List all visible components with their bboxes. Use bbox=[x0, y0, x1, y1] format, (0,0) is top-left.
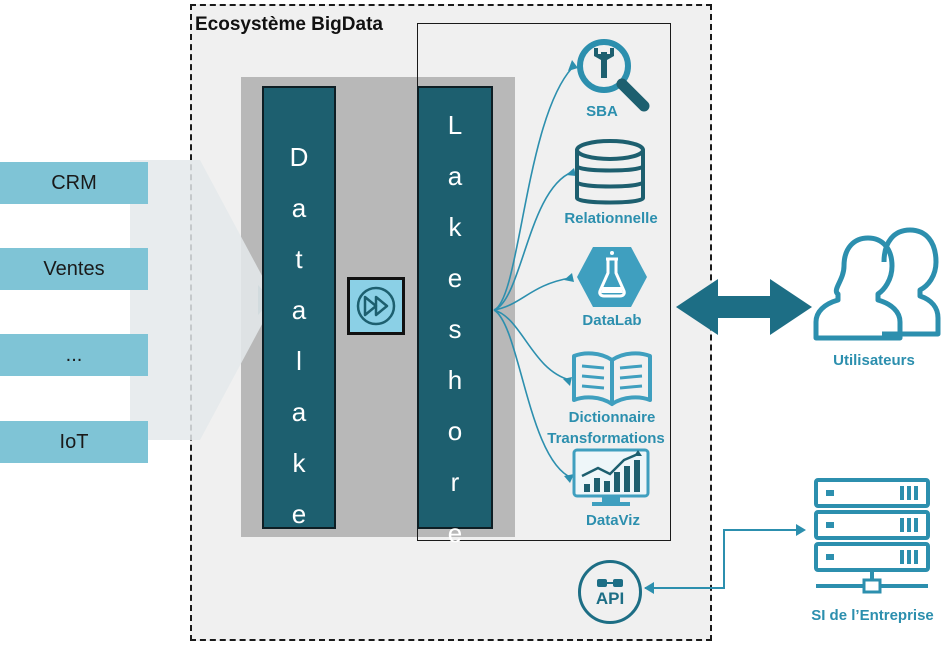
connector-head-sba bbox=[568, 60, 578, 71]
connector-dictionnaire bbox=[493, 309, 571, 381]
connector-sba bbox=[493, 67, 573, 311]
datalake-letter: t bbox=[295, 244, 303, 274]
connector-dataviz bbox=[493, 309, 573, 479]
lakeshore-letter: o bbox=[447, 416, 463, 446]
dataviz-label: DataViz bbox=[586, 512, 640, 529]
lakeshore-letter: s bbox=[448, 314, 462, 344]
flask-icon bbox=[577, 247, 647, 307]
transformations-label: Transformations bbox=[547, 430, 665, 447]
datalake-column: D a t a l a k e bbox=[262, 86, 336, 529]
lakeshore-letter: r bbox=[450, 467, 460, 497]
source-crm: CRM bbox=[0, 162, 148, 204]
users-label: Utilisateurs bbox=[833, 352, 915, 369]
database-icon bbox=[575, 139, 645, 205]
datalab-label: DataLab bbox=[582, 312, 642, 329]
lakeshore-letter: L bbox=[447, 110, 463, 140]
lakeshore-letter: k bbox=[448, 212, 462, 242]
connector-heads bbox=[563, 60, 578, 483]
lakeshore-letter: h bbox=[447, 365, 463, 395]
source-label: ... bbox=[65, 343, 83, 366]
api-si-connector bbox=[645, 529, 800, 589]
service-connectors bbox=[493, 67, 573, 479]
dataviz-chart-icon bbox=[572, 448, 650, 506]
lakeshore-letter: e bbox=[447, 263, 463, 293]
connector-head-datalab bbox=[564, 273, 574, 282]
sba-label: SBA bbox=[586, 103, 618, 120]
si-connector-head bbox=[796, 524, 806, 536]
connector-relationnelle bbox=[493, 171, 573, 311]
source-iot: IoT bbox=[0, 421, 148, 463]
lakeshore-letter: a bbox=[447, 161, 463, 191]
datalake-letter: a bbox=[291, 295, 307, 325]
fast-forward-icon bbox=[347, 277, 405, 335]
connector-head-relationnelle bbox=[566, 168, 576, 176]
plug-icon bbox=[597, 579, 623, 587]
source-ventes: Ventes bbox=[0, 248, 148, 290]
datalake-letter: a bbox=[291, 193, 307, 223]
datalake-letter: l bbox=[296, 346, 302, 376]
datalake-letter: k bbox=[292, 448, 306, 478]
source-label: CRM bbox=[51, 171, 97, 194]
datalake-letter: a bbox=[291, 397, 307, 427]
source-more: ... bbox=[0, 334, 148, 376]
book-icon bbox=[572, 351, 652, 406]
users-double-arrow bbox=[676, 279, 812, 335]
ingest-funnel-arrow bbox=[130, 160, 275, 440]
connector-head-dataviz bbox=[564, 474, 574, 483]
connector-head-dictionnaire bbox=[563, 377, 572, 386]
lakeshore-column: L a k e s h o r e bbox=[417, 86, 493, 548]
si-label: SI de l’Entreprise bbox=[811, 607, 934, 624]
api-label: API bbox=[595, 589, 625, 608]
lakeshore-letter: e bbox=[447, 518, 463, 548]
ecosystem-title: Ecosystème BigData bbox=[195, 14, 383, 35]
connector-datalab bbox=[493, 277, 571, 311]
dictionnaire-label: Dictionnaire bbox=[568, 409, 656, 426]
source-label: Ventes bbox=[43, 257, 105, 280]
api-connector-head bbox=[644, 582, 654, 594]
datalake-letter: e bbox=[291, 499, 307, 529]
users-icon bbox=[813, 227, 941, 341]
source-label: IoT bbox=[59, 430, 89, 453]
datalake-letter: D bbox=[289, 142, 309, 172]
relationnelle-label: Relationnelle bbox=[564, 210, 658, 227]
server-rack-icon bbox=[814, 478, 930, 594]
api-badge: API bbox=[578, 560, 642, 624]
search-wrench-icon bbox=[577, 39, 650, 112]
